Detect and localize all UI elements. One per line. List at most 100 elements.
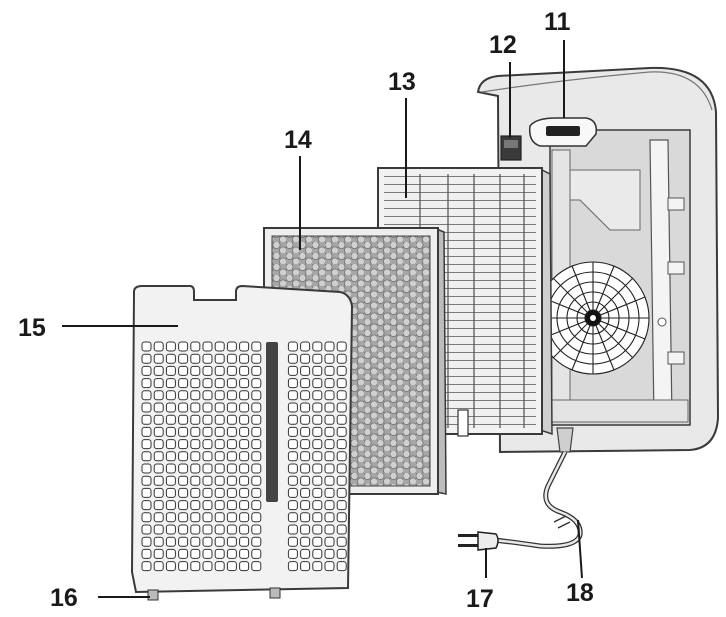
vent-hole (300, 548, 311, 559)
vent-hole (300, 353, 311, 364)
vent-hole (287, 536, 298, 547)
vent-hole (190, 341, 201, 352)
vent-hole (226, 536, 237, 547)
vent-hole (251, 463, 262, 474)
vent-hole (324, 451, 335, 462)
vent-hole (287, 512, 298, 523)
vent-hole (300, 463, 311, 474)
vent-hole (251, 561, 262, 572)
vent-hole (190, 414, 201, 425)
vent-hole (324, 341, 335, 352)
vent-hole (312, 561, 323, 572)
vent-hole (165, 365, 176, 376)
vent-hole (324, 487, 335, 498)
vent-hole (239, 439, 250, 450)
vent-hole (287, 365, 298, 376)
vent-hole (178, 390, 189, 401)
vent-hole (202, 561, 213, 572)
vent-hole (165, 487, 176, 498)
vent-hole (165, 378, 176, 389)
vent-hole (141, 536, 152, 547)
vent-hole (165, 463, 176, 474)
vent-hole (239, 402, 250, 413)
vent-hole (287, 561, 298, 572)
vent-hole (300, 414, 311, 425)
vent-hole (141, 475, 152, 486)
vent-hole (226, 524, 237, 535)
vent-hole (202, 524, 213, 535)
vent-hole (190, 463, 201, 474)
vent-hole (202, 512, 213, 523)
vent-hole (251, 378, 262, 389)
vent-hole (239, 487, 250, 498)
vent-hole (178, 475, 189, 486)
vent-hole (251, 353, 262, 364)
vent-hole (178, 414, 189, 425)
vent-hole (312, 353, 323, 364)
vent-hole (214, 402, 225, 413)
callout-16: 16 (50, 584, 78, 612)
vent-hole (165, 548, 176, 559)
vent-hole (251, 426, 262, 437)
vent-hole (300, 390, 311, 401)
power-cord-assembly (458, 450, 583, 551)
vent-hole (336, 463, 347, 474)
vent-hole (300, 475, 311, 486)
vent-hole (300, 439, 311, 450)
vent-hole (251, 524, 262, 535)
part-17-plug (477, 531, 499, 551)
front-panel-vents (141, 341, 347, 572)
vent-hole (165, 475, 176, 486)
vent-hole (202, 500, 213, 511)
vent-hole (141, 500, 152, 511)
vent-hole (202, 536, 213, 547)
vent-hole (312, 378, 323, 389)
plug-prong-bottom (458, 544, 478, 547)
vent-hole (251, 548, 262, 559)
vent-hole (190, 365, 201, 376)
vent-hole (287, 353, 298, 364)
vent-hole (202, 341, 213, 352)
vent-hole (214, 475, 225, 486)
vent-hole (214, 500, 225, 511)
vent-hole (324, 402, 335, 413)
front-panel-latch-slot (266, 342, 278, 502)
vent-hole (336, 341, 347, 352)
vent-hole (239, 463, 250, 474)
vent-hole (178, 463, 189, 474)
cord-boot (556, 427, 574, 453)
vent-hole (153, 451, 164, 462)
leader-lines (62, 40, 583, 598)
vent-hole (336, 414, 347, 425)
vent-hole (336, 524, 347, 535)
vent-hole (336, 512, 347, 523)
vent-hole (251, 451, 262, 462)
vent-hole (312, 390, 323, 401)
callout-14: 14 (284, 126, 312, 154)
vent-hole (287, 475, 298, 486)
vent-hole (239, 390, 250, 401)
vent-hole (324, 500, 335, 511)
vent-hole (141, 463, 152, 474)
vent-hole (287, 390, 298, 401)
vent-hole (226, 500, 237, 511)
vent-hole (251, 439, 262, 450)
vent-hole (287, 548, 298, 559)
foot-right (269, 587, 281, 599)
vent-hole (190, 536, 201, 547)
hepa-filter-tab (457, 409, 469, 437)
housing-top-ridge (481, 71, 713, 111)
vent-hole (239, 512, 250, 523)
vent-hole (239, 353, 250, 364)
rail-clip-bottom (667, 351, 685, 365)
vent-hole (202, 451, 213, 462)
vent-hole (324, 548, 335, 559)
vent-hole (336, 536, 347, 547)
leader-18 (577, 519, 583, 579)
vent-hole (165, 402, 176, 413)
cord-break-mark (553, 515, 571, 529)
vent-hole (312, 402, 323, 413)
callout-15: 15 (18, 314, 46, 342)
vent-hole (312, 487, 323, 498)
